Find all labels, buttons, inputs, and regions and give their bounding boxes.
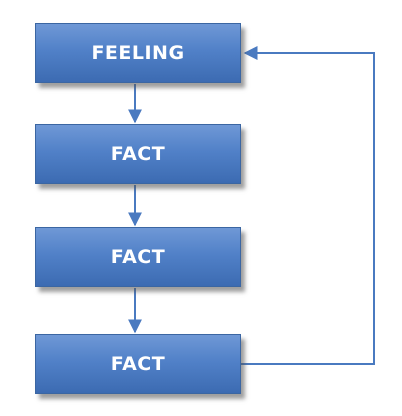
node-fact-2-label: FACT — [110, 246, 166, 268]
node-fact-3: FACT — [35, 334, 241, 394]
node-feeling-label: FEELING — [91, 42, 185, 64]
node-feeling: FEELING — [35, 23, 241, 83]
node-fact-3-label: FACT — [110, 353, 166, 375]
arrow-fact-3-to-feeling — [241, 46, 375, 365]
node-fact-1: FACT — [35, 124, 241, 184]
node-fact-1-label: FACT — [110, 143, 166, 165]
node-fact-2: FACT — [35, 227, 241, 287]
